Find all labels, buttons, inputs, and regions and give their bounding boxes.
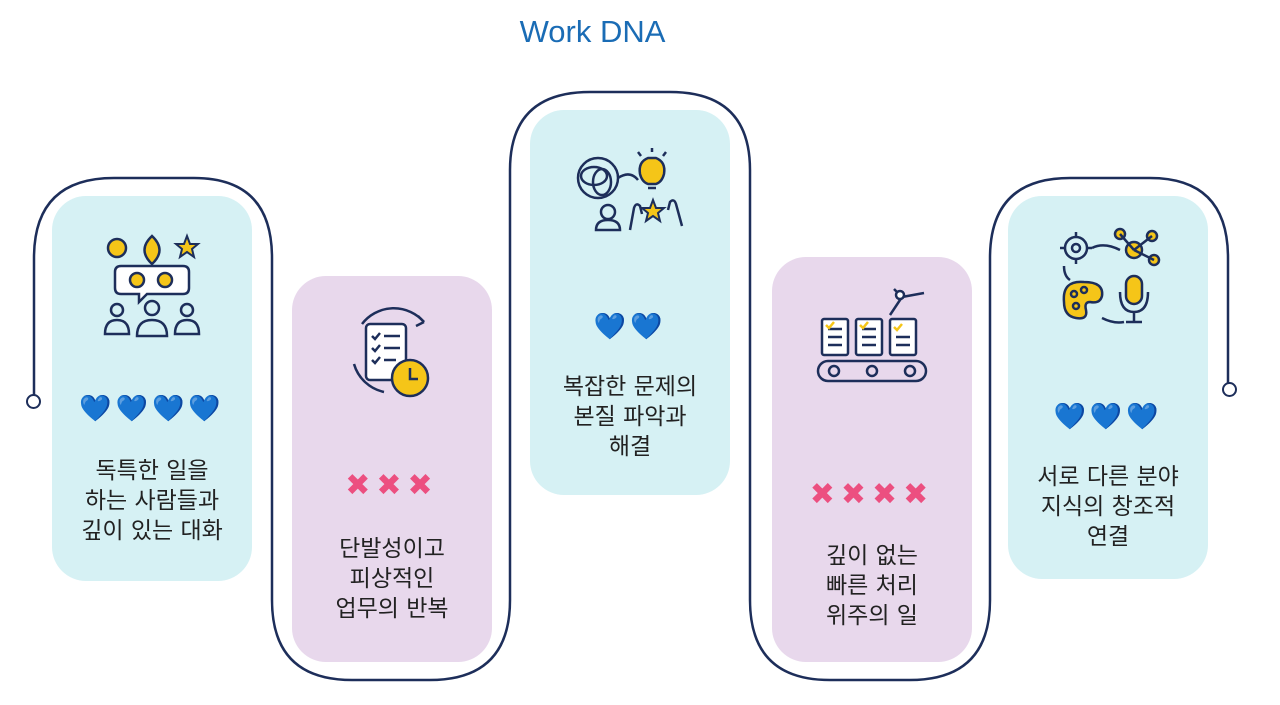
- card-repetitive-work: ✖✖✖ 단발성이고 피상적인 업무의 반복: [292, 276, 492, 662]
- card-text: 단발성이고 피상적인 업무의 반복: [335, 536, 449, 622]
- card-creative-connection: 💙💙💙 서로 다른 분야 지식의 창조적 연결: [1008, 196, 1208, 579]
- rating-hearts: 💙💙: [593, 312, 667, 342]
- right-connector-dot: [1222, 382, 1237, 397]
- rating-hearts: 💙💙💙💙: [79, 394, 225, 424]
- rating-crosses: ✖✖✖✖: [809, 477, 935, 512]
- rating-crosses: ✖✖✖: [345, 468, 439, 503]
- left-connector-dot: [26, 394, 41, 409]
- creative-connection-icon: [1060, 227, 1161, 324]
- card-deep-conversation: 💙💙💙💙 독특한 일을 하는 사람들과 깊이 있는 대화: [52, 196, 252, 581]
- card-text: 서로 다른 분야 지식의 창조적 연결: [1037, 464, 1179, 550]
- card-fast-processing: ✖✖✖✖ 깊이 없는 빠른 처리 위주의 일: [772, 257, 972, 662]
- people-brainstorm-icon: [103, 233, 201, 338]
- card-text: 복잡한 문제의 본질 파악과 해결: [562, 374, 698, 460]
- card-text: 깊이 없는 빠른 처리 위주의 일: [826, 543, 918, 629]
- card-text: 독특한 일을 하는 사람들과 깊이 있는 대화: [81, 458, 223, 544]
- checklist-clock-icon: [352, 307, 430, 398]
- card-problem-solving: 💙💙 복잡한 문제의 본질 파악과 해결: [530, 110, 730, 495]
- rating-hearts: 💙💙💙: [1053, 402, 1163, 432]
- problem-solving-icon: [576, 148, 684, 232]
- conveyor-belt-icon: [816, 288, 928, 383]
- page-title: Work DNA: [519, 14, 666, 49]
